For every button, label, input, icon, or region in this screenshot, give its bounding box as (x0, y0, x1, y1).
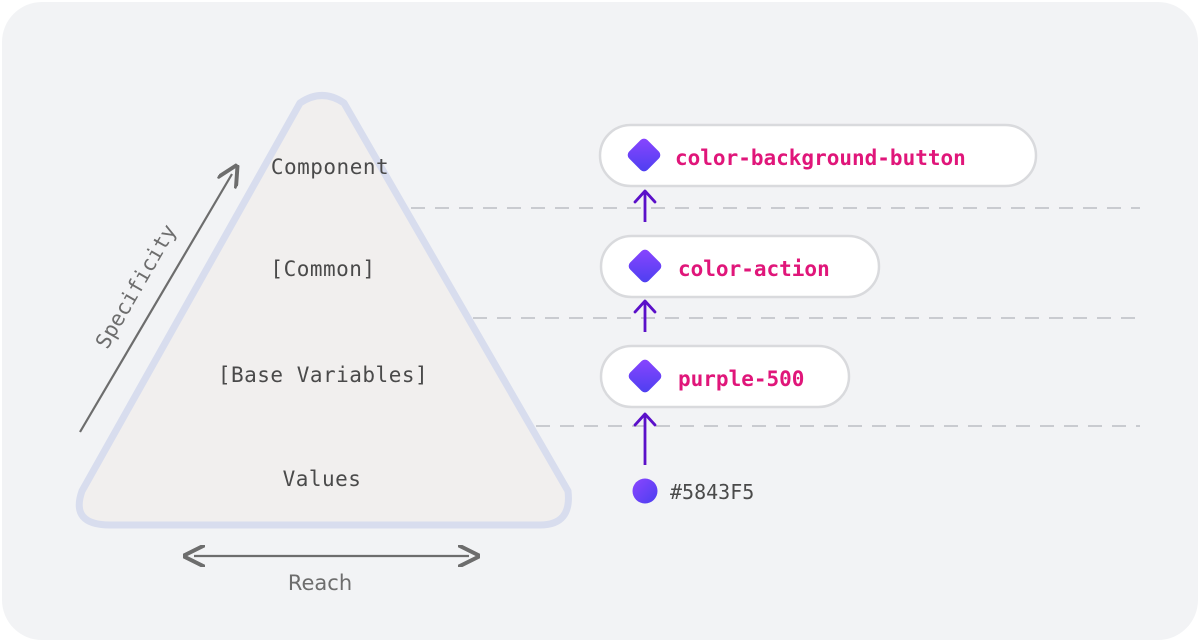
arrow-up-icon (633, 299, 657, 332)
pyramid-triangle (75, 92, 572, 529)
circle-swatch-icon (632, 478, 658, 504)
level-label-base-variables: [Base Variables] (218, 363, 428, 387)
level-label-common: [Common] (270, 257, 375, 281)
token-label: color-action (678, 257, 830, 281)
level-label-component: Component (271, 155, 389, 179)
token-pill-color-action: color-action (599, 234, 881, 299)
token-pill-color-background-button: color-background-button (598, 123, 1038, 188)
diamond-icon (628, 359, 662, 393)
token-label: purple-500 (678, 367, 804, 391)
diamond-icon (627, 138, 661, 172)
arrow-up-icon (633, 189, 657, 222)
reach-axis-label: Reach (288, 571, 352, 595)
value-row: #5843F5 (632, 478, 754, 504)
diamond-icon (628, 249, 662, 283)
value-label: #5843F5 (670, 480, 754, 504)
arrow-up-icon (633, 412, 657, 465)
level-label-values: Values (283, 467, 362, 491)
specificity-axis-arrow (79, 174, 232, 433)
token-pill-purple-500: purple-500 (599, 344, 851, 409)
token-label: color-background-button (675, 146, 966, 170)
